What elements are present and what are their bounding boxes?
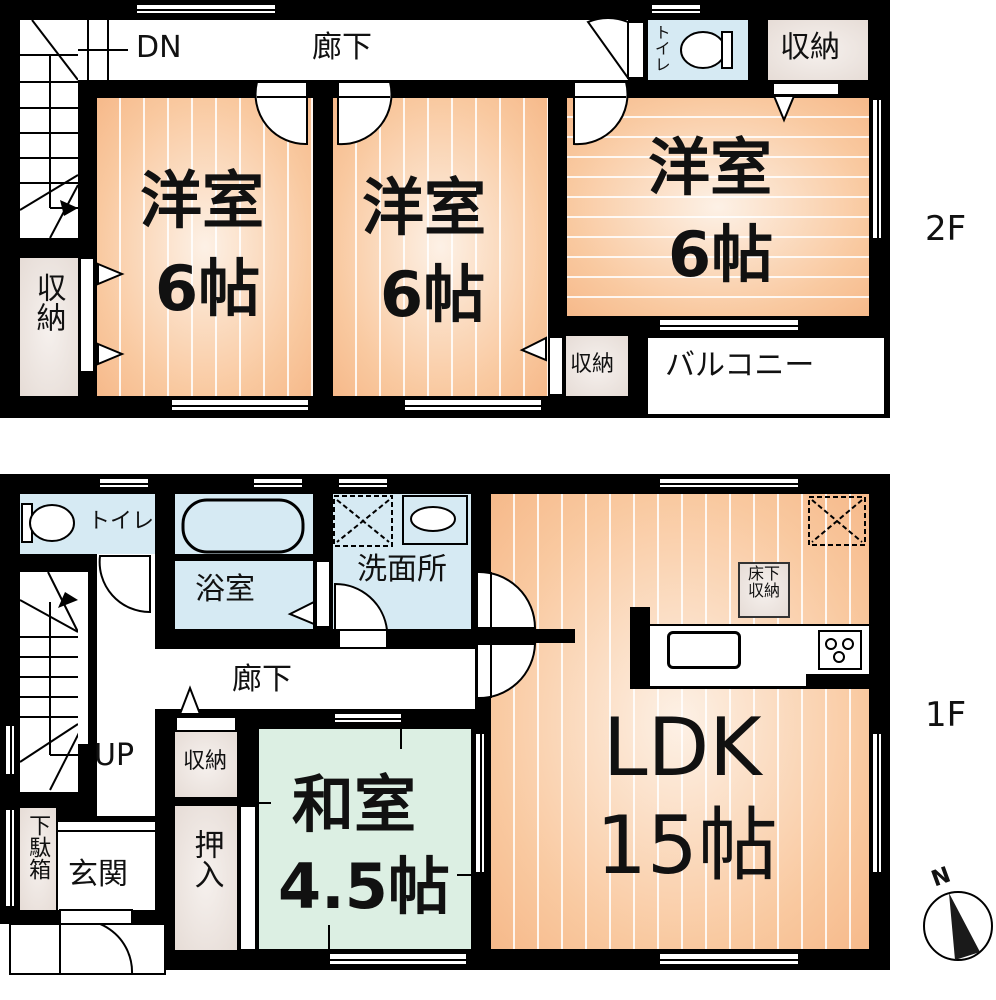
window	[98, 477, 150, 489]
bedroom-right-size: 6帖	[668, 218, 774, 291]
staircase-1f	[19, 571, 98, 792]
underfloor-storage	[738, 562, 790, 618]
window	[658, 318, 800, 332]
stairs-up-label: UP	[94, 738, 135, 773]
door-swing-icon	[334, 582, 389, 649]
bedroom-left-2f	[97, 98, 313, 396]
window	[252, 477, 304, 489]
underfloor-storage-label: 床下収納	[747, 564, 780, 600]
storage-top-label: 収納	[780, 30, 840, 65]
window	[658, 477, 800, 489]
toilet-label-2f: トイレ	[651, 24, 671, 72]
bathroom-label: 浴室	[195, 572, 255, 607]
storage-1f	[175, 732, 237, 797]
door-swing-icon	[337, 81, 393, 146]
compass-icon	[923, 891, 993, 961]
stairs-down-label: DN	[136, 30, 182, 65]
japanese-room	[259, 729, 471, 949]
window	[328, 952, 468, 966]
storage-label-1f: 収納	[183, 749, 228, 774]
staircase-2f	[19, 19, 79, 239]
japanese-room-name: 和室	[292, 768, 417, 841]
hallway-2f	[128, 20, 628, 80]
shoe-cabinet-label: 下駄箱	[25, 814, 51, 880]
window	[403, 398, 543, 412]
ventilation-icon	[808, 496, 866, 546]
balcony-label: バルコニー	[665, 348, 815, 383]
bedroom-left-name: 洋室	[140, 164, 265, 237]
bedroom-right-name: 洋室	[648, 131, 773, 204]
bathroom	[175, 494, 313, 629]
toilet-label-1f: トイレ	[88, 509, 155, 534]
bedroom-center-2f	[333, 98, 548, 396]
toilet-icon	[680, 31, 733, 69]
bedroom-right-2f	[567, 98, 869, 316]
shoe-cabinet	[20, 808, 56, 910]
first-floor-plan: トイレ 浴室 洗面所	[0, 474, 890, 975]
storage-top-2f	[768, 20, 868, 80]
hallway-1f	[155, 649, 475, 709]
window	[4, 808, 16, 908]
sink-icon	[333, 495, 468, 547]
storage-left-label: 収納	[30, 272, 66, 332]
window	[871, 732, 883, 874]
ldk-size: 15帖	[596, 799, 778, 892]
door-swing-icon	[586, 17, 645, 82]
door-swing-icon	[573, 81, 629, 146]
storage-small-2f	[566, 336, 628, 396]
floor-label-2f: 2F	[925, 209, 967, 249]
bedroom-center-size: 6帖	[380, 258, 486, 331]
bedroom-left-size: 6帖	[155, 252, 261, 325]
kitchen-sink-icon	[667, 631, 741, 669]
floor-label-1f: 1F	[925, 695, 967, 735]
ldk	[491, 494, 869, 949]
door-swing-icon	[254, 81, 308, 146]
second-floor-plan: DN 廊下 トイレ 収納 洋室 6帖 洋室 6帖 洋室 6帖 収納 収納 バルコ…	[0, 0, 890, 418]
window	[658, 952, 800, 966]
entrance	[58, 820, 155, 910]
ldk-name: LDK	[603, 701, 762, 794]
window	[650, 3, 702, 15]
toilet-1f	[20, 494, 155, 554]
bedroom-center-name: 洋室	[362, 171, 487, 244]
entrance-label: 玄関	[68, 857, 128, 892]
storage-left-2f	[20, 258, 78, 396]
balcony	[648, 336, 886, 416]
stairs-icon	[19, 571, 98, 791]
window	[337, 477, 389, 489]
japanese-room-size: 4.5帖	[278, 850, 450, 923]
window	[871, 98, 883, 240]
door-swing-icon	[98, 555, 151, 614]
bathtub-icon	[181, 498, 305, 554]
toilet-2f	[648, 20, 748, 80]
window	[474, 732, 486, 874]
tatami-lines-icon	[259, 729, 471, 949]
entry-door-icon	[9, 909, 166, 975]
toilet-icon	[21, 503, 75, 543]
storage-small-label: 収納	[570, 352, 615, 377]
stove-icon	[818, 630, 862, 670]
hallway-label-2f: 廊下	[312, 30, 372, 65]
window	[4, 724, 16, 776]
stairs-icon	[19, 19, 79, 239]
window	[135, 3, 277, 15]
hallway-label-1f: 廊下	[232, 662, 292, 697]
window	[333, 712, 403, 724]
closet	[175, 806, 237, 950]
compass-north-label: N	[928, 862, 955, 893]
window	[170, 398, 310, 412]
double-door-icon	[476, 570, 537, 700]
closet-label: 押入	[188, 829, 224, 889]
washroom-label: 洗面所	[357, 552, 447, 587]
